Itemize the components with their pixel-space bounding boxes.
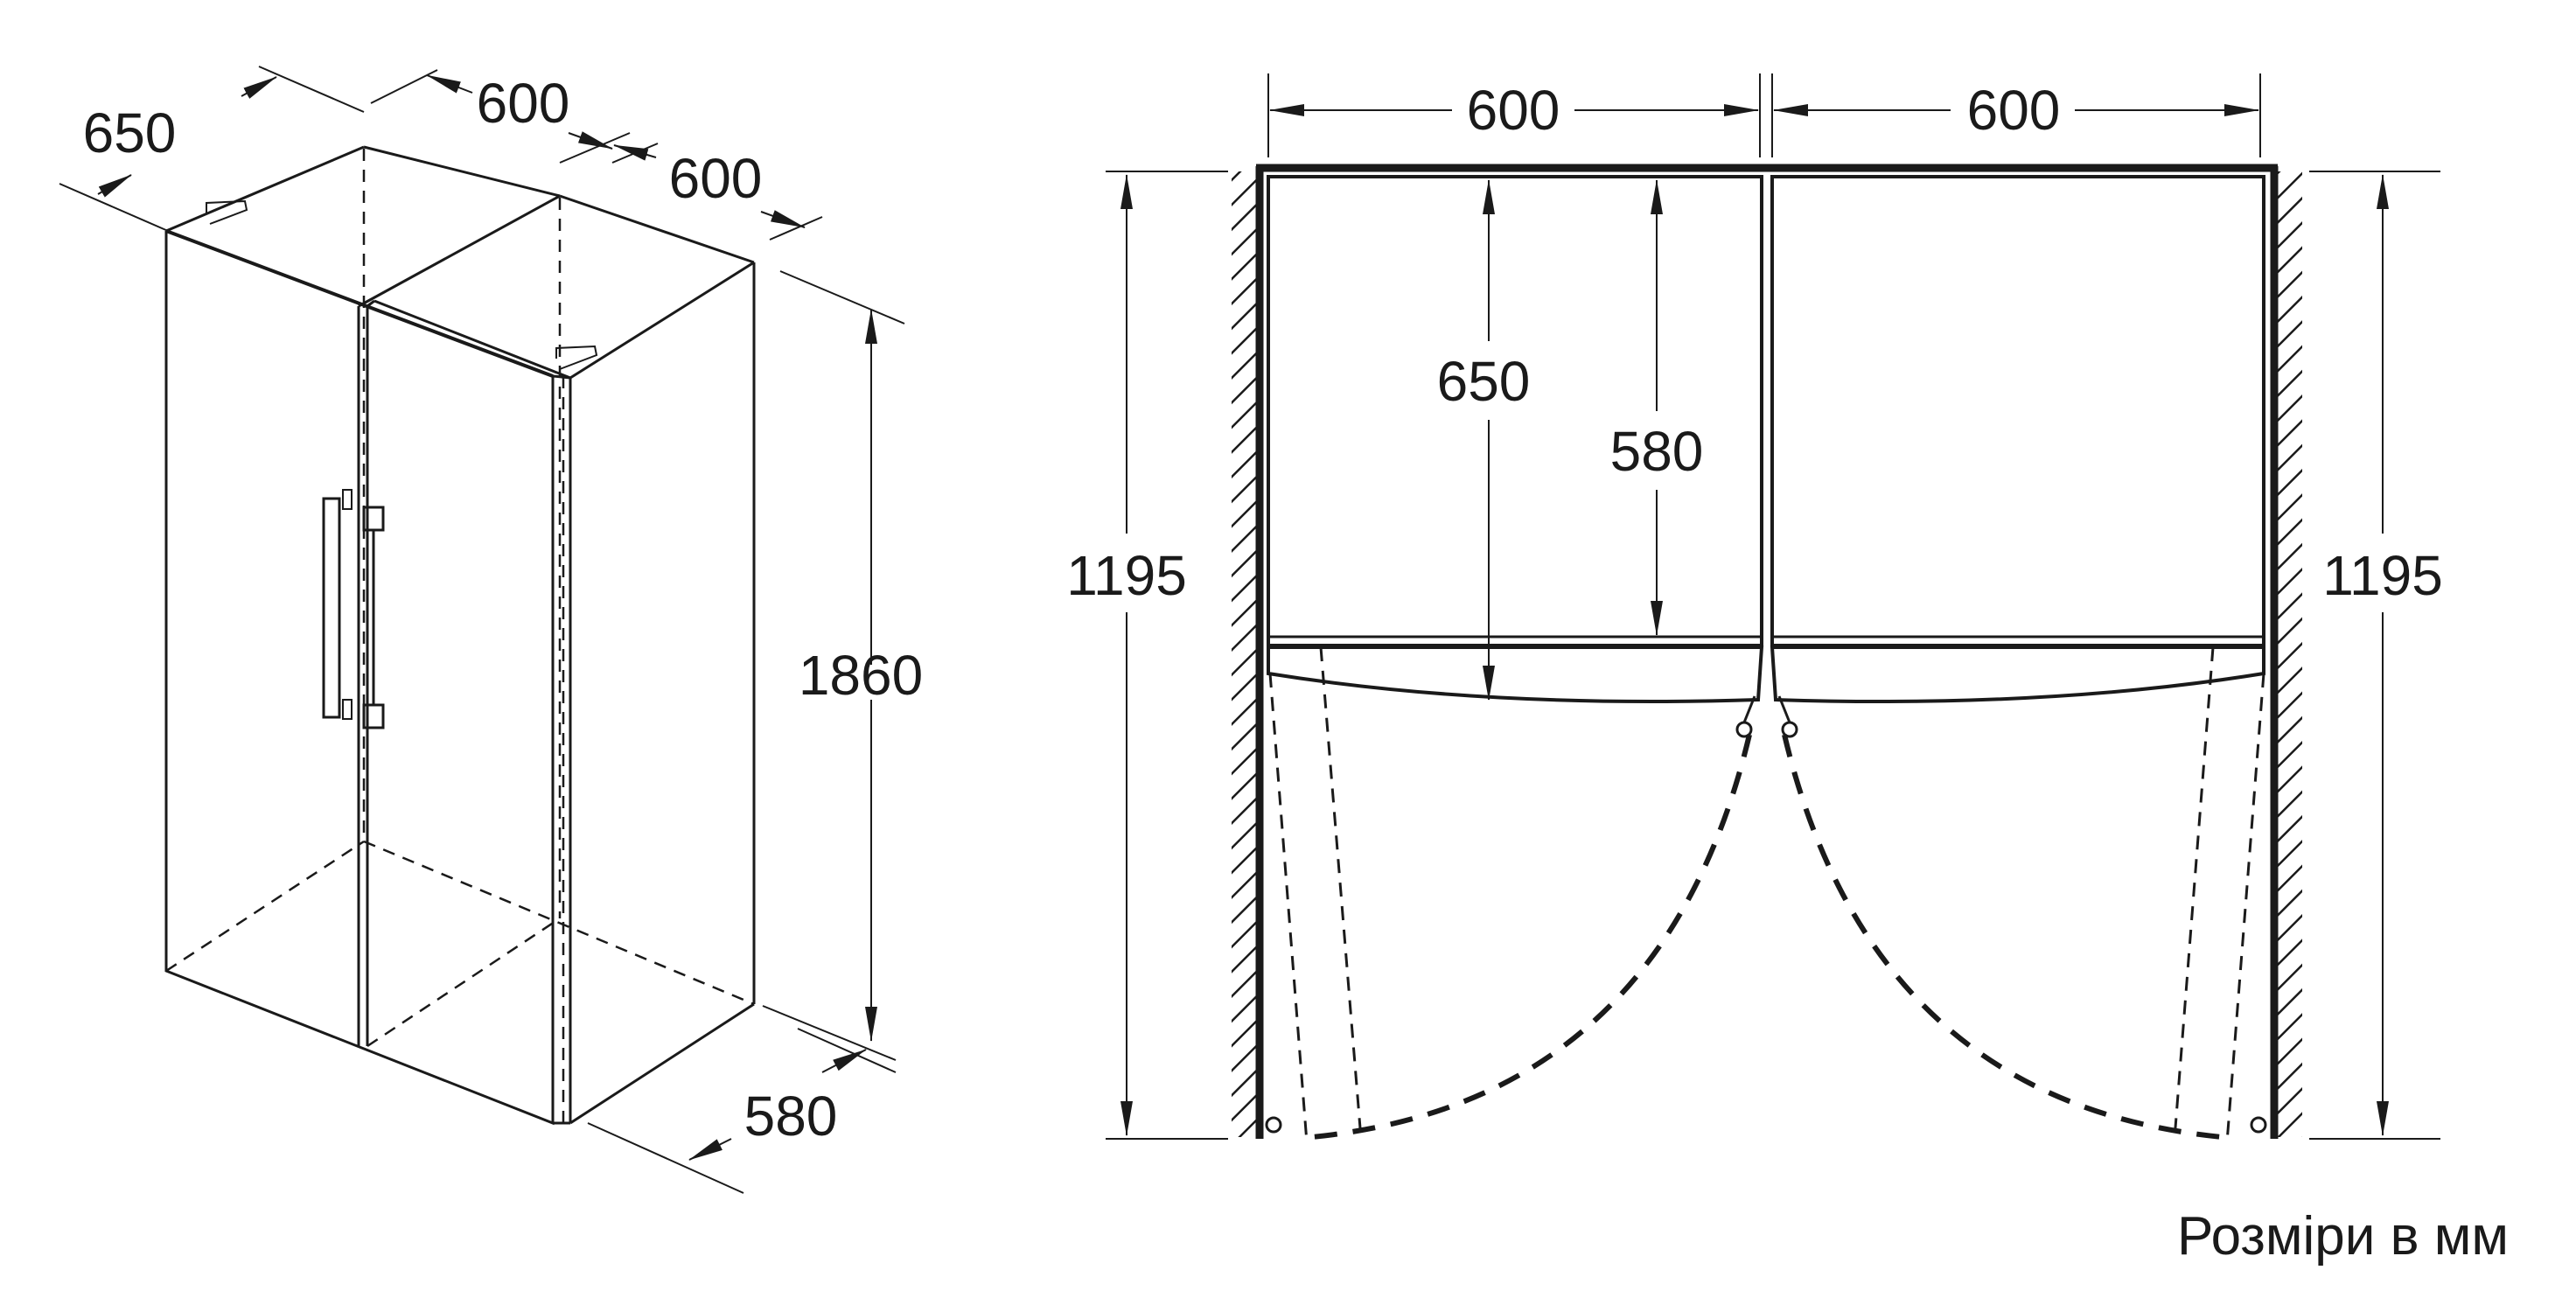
door-swing [1268, 646, 2265, 1143]
iso-width-left-label: 600 [477, 72, 570, 135]
plan-width-left-label: 600 [1467, 79, 1560, 142]
plan-clearance-left-label: 1195 [1066, 544, 1187, 607]
iso-dim-width-right: 600 [611, 143, 823, 241]
iso-dim-depth-top: 650 [59, 66, 365, 232]
hidden-edges [165, 149, 755, 1123]
plan-dim-clearance-left: 1195 [1066, 171, 1228, 1140]
plan-dim-width-left: 600 [1267, 73, 1761, 157]
door-handles [322, 489, 385, 729]
iso-dim-depth-bottom: 580 [587, 1028, 897, 1194]
plan-dim-width-right: 600 [1771, 73, 2261, 157]
plan-view: 600 600 650 580 1195 [1066, 73, 2443, 1143]
plan-depth-outer-label: 650 [1437, 350, 1531, 413]
isometric-view: 650 600 600 1860 [59, 66, 923, 1194]
iso-depth-top-label: 650 [83, 101, 177, 164]
iso-depth-bottom-label: 580 [744, 1085, 838, 1148]
plan-clearance-right-label: 1195 [2322, 544, 2443, 607]
iso-width-right-label: 600 [669, 147, 763, 210]
plan-depth-inner-label: 580 [1610, 420, 1704, 483]
units-note: Розміри в мм [2177, 1206, 2509, 1267]
plan-dim-depth-outer: 650 [1437, 179, 1531, 701]
iso-dim-width-left: 600 [370, 69, 631, 164]
fridge-body [164, 145, 756, 1126]
iso-dim-height: 1860 [762, 270, 923, 1061]
hinges [1265, 695, 2267, 1134]
plan-dim-depth-inner: 580 [1610, 179, 1704, 636]
left-wall-hatch [1232, 171, 1258, 1137]
plan-dim-clearance-right: 1195 [2309, 171, 2443, 1140]
iso-height-label: 1860 [799, 644, 923, 707]
right-wall-hatch [2276, 171, 2302, 1137]
plan-width-right-label: 600 [1967, 79, 2061, 142]
cabinets-plan [1267, 175, 2265, 703]
